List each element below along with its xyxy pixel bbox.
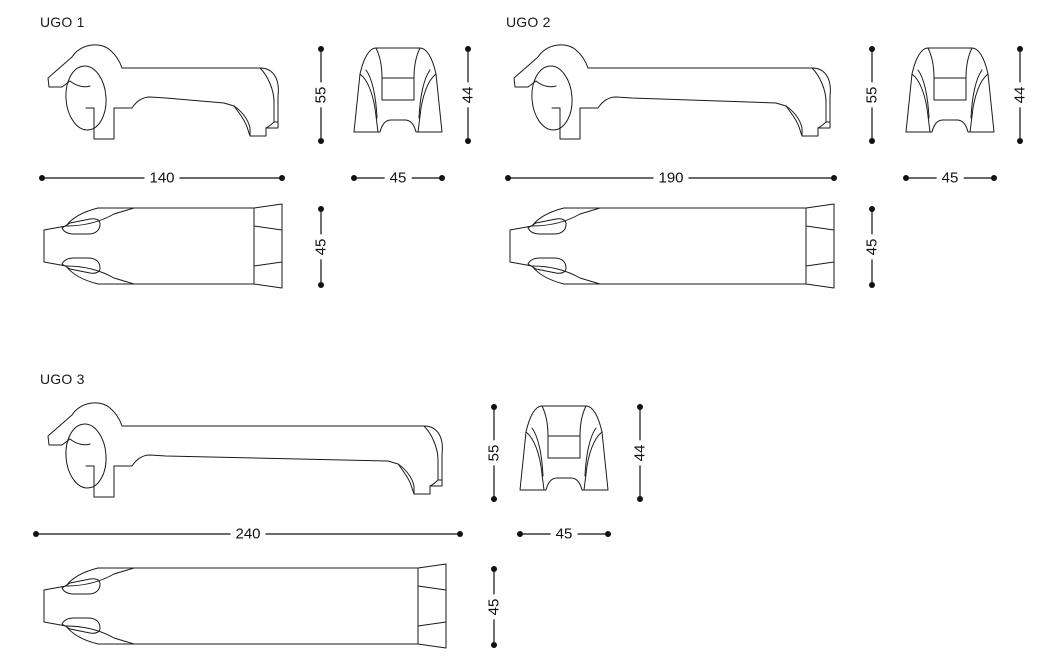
ugo-3-top-depth-dimension: 45 xyxy=(486,565,503,649)
ugo-1-top-view xyxy=(38,200,286,292)
dimension-value: 45 xyxy=(384,170,412,186)
dimension-value: 55 xyxy=(313,82,330,108)
ugo-1-side-view xyxy=(38,40,286,150)
ugo-2-top-depth-dimension: 45 xyxy=(864,205,881,289)
ugo-3-top-view xyxy=(38,560,450,652)
ugo-2-side-view xyxy=(504,40,838,150)
dimension-value: 45 xyxy=(864,234,881,260)
dimension-value: 240 xyxy=(230,526,266,542)
ugo-3-side-height-dimension: 55 xyxy=(486,403,503,503)
dimension-value: 44 xyxy=(632,440,649,466)
ugo-1-front-width-dimension: 45 xyxy=(350,170,446,186)
ugo-2-side-height-dimension: 55 xyxy=(864,45,881,145)
ugo-3-front-view xyxy=(518,398,610,506)
ugo-2-front-height-dimension: 44 xyxy=(1012,45,1029,145)
ugo-2-front-width-dimension: 45 xyxy=(902,170,998,186)
ugo-1-side-height-dimension: 55 xyxy=(313,45,330,145)
dimension-value: 44 xyxy=(1012,82,1029,108)
model-label-ugo-3: UGO 3 xyxy=(40,371,85,387)
dimension-value: 55 xyxy=(486,440,503,466)
dimension-value: 45 xyxy=(936,170,964,186)
dimension-value: 55 xyxy=(864,82,881,108)
ugo-3-side-length-dimension: 240 xyxy=(32,526,464,542)
model-label-ugo-1: UGO 1 xyxy=(40,14,85,30)
ugo-1-front-height-dimension: 44 xyxy=(460,45,477,145)
ugo-3-side-view xyxy=(38,398,450,508)
ugo-1-front-view xyxy=(352,40,444,148)
dimension-value: 45 xyxy=(550,526,578,542)
dimension-value: 190 xyxy=(653,170,689,186)
dimension-value: 44 xyxy=(460,82,477,108)
ugo-2-front-view xyxy=(904,40,996,148)
ugo-3-front-width-dimension: 45 xyxy=(516,526,612,542)
dimension-value: 140 xyxy=(144,170,180,186)
dimension-value: 45 xyxy=(486,594,503,620)
ugo-3-front-height-dimension: 44 xyxy=(632,403,649,503)
ugo-1-side-length-dimension: 140 xyxy=(38,170,286,186)
model-label-ugo-2: UGO 2 xyxy=(506,14,551,30)
ugo-2-top-view xyxy=(504,200,838,292)
ugo-1-top-depth-dimension: 45 xyxy=(313,205,330,289)
ugo-2-side-length-dimension: 190 xyxy=(504,170,838,186)
dimension-value: 45 xyxy=(313,234,330,260)
